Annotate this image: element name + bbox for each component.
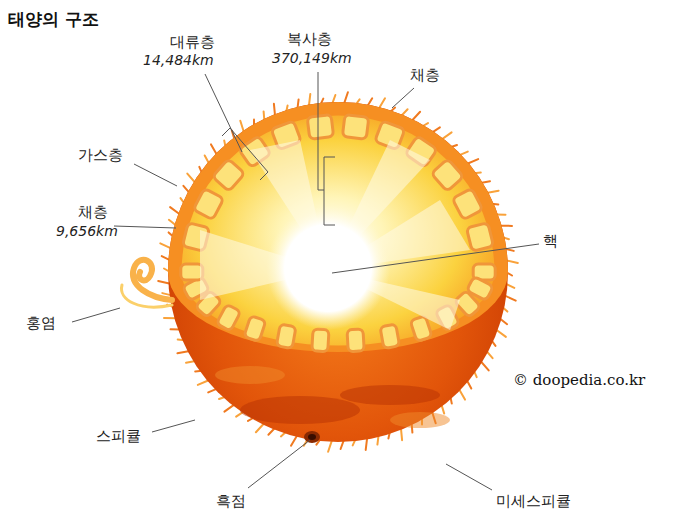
leader-line <box>392 88 414 108</box>
convection-cell <box>466 223 493 252</box>
leader-line <box>248 440 310 488</box>
part-name: 핵 <box>543 232 558 250</box>
leader-line <box>446 464 492 490</box>
convection-cell <box>307 115 333 140</box>
layer-name: 채층 <box>410 66 440 84</box>
convection-cell <box>181 264 203 280</box>
interior-cut <box>182 116 495 346</box>
watermark: © doopedia.co.kr <box>513 371 645 389</box>
leader-line <box>134 164 177 186</box>
bracket <box>222 128 268 180</box>
sunspot <box>308 434 316 440</box>
convection-cell <box>347 329 364 352</box>
surface-mottling <box>215 366 450 428</box>
convection-cell <box>380 324 400 348</box>
dimension: 9,656km <box>56 223 118 240</box>
leader-line <box>114 226 176 228</box>
dimension: 14,484km <box>143 52 214 69</box>
layer-name: 가스층 <box>78 146 123 164</box>
diagram-title: 태양의 구조 <box>8 8 99 31</box>
leader-line <box>318 72 324 190</box>
convection-cell <box>276 324 296 348</box>
layer-name: 복사층 <box>287 30 332 48</box>
convection-cell <box>431 159 463 192</box>
chromosphere-cut <box>168 102 508 352</box>
leader-line <box>205 74 242 152</box>
part-name: 스피큘 <box>96 427 141 445</box>
part-name: 미세스피큘 <box>496 492 571 510</box>
leader-line <box>72 308 120 322</box>
leader-line <box>332 244 539 273</box>
convection-cell <box>452 188 483 219</box>
prominence-wisp <box>122 285 172 307</box>
prominence <box>133 260 172 300</box>
leader-line <box>152 420 195 432</box>
convection-cell <box>244 316 266 342</box>
convection-cell <box>342 115 368 140</box>
convection-cell <box>312 329 329 352</box>
part-name: 홍염 <box>26 314 56 332</box>
layer-name: 채층 <box>78 203 108 221</box>
leader-lines <box>72 72 539 490</box>
core-rays <box>200 140 470 330</box>
layer-name: 대류층 <box>170 33 215 51</box>
convection-cell <box>193 188 224 219</box>
dimension: 370,149km <box>272 50 352 67</box>
convection-cell <box>216 304 240 331</box>
part-name: 흑점 <box>216 492 246 510</box>
sunspot-penumbra <box>304 431 320 443</box>
convection-cells <box>181 115 495 352</box>
convection-cell <box>212 159 244 192</box>
bracket <box>324 157 335 225</box>
